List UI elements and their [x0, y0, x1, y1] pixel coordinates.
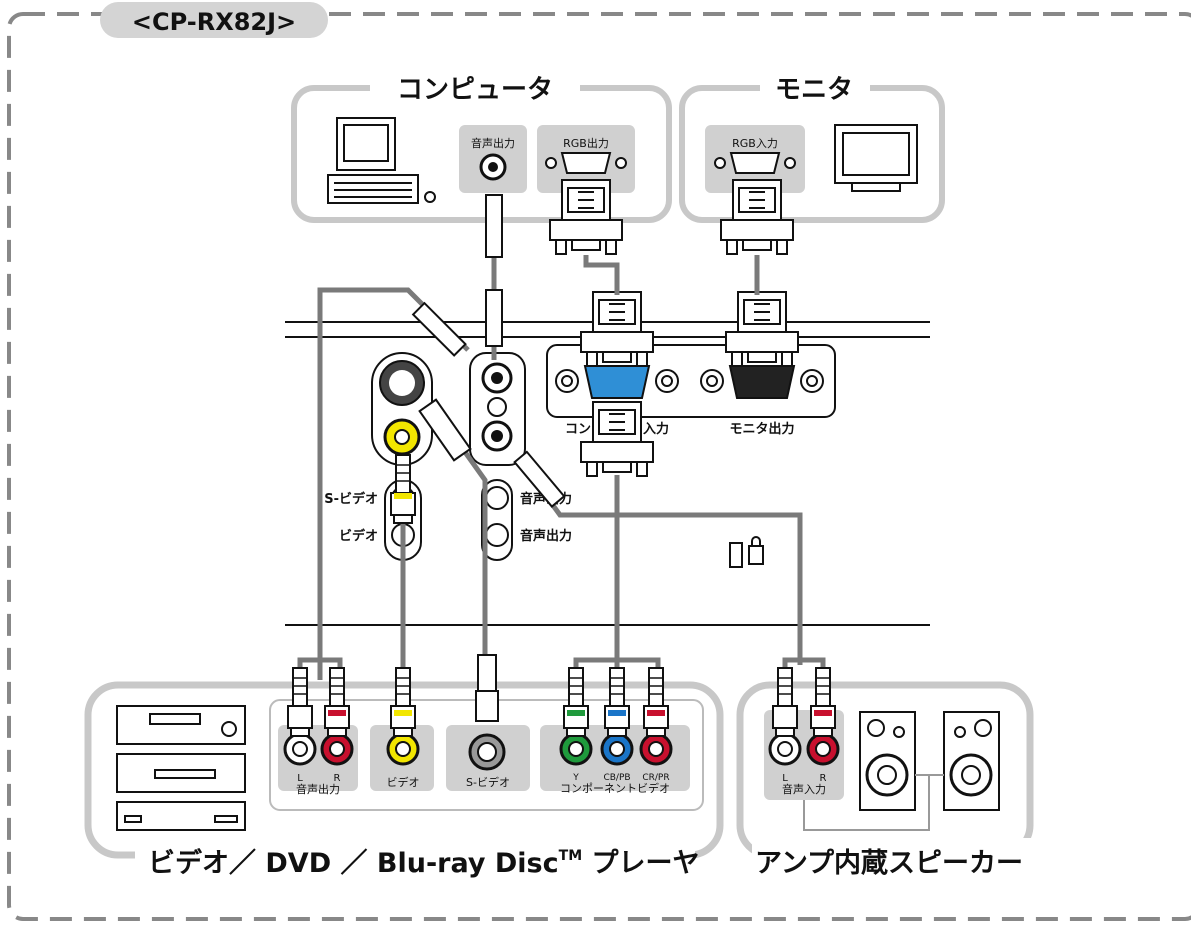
- speaker-title: アンプ内蔵スピーカー: [755, 848, 1023, 879]
- speaker-jack-l: [768, 732, 802, 766]
- player-jack-l: [283, 732, 317, 766]
- monitor-title: モニタ: [775, 75, 853, 105]
- projector-video-label: ビデオ: [339, 528, 378, 544]
- plug-player-cr: [643, 667, 669, 737]
- speaker-jack-r: [806, 732, 840, 766]
- plug-speaker-r: [810, 667, 836, 737]
- computer-icon: [327, 117, 436, 204]
- player-svideo-label: S-ビデオ: [466, 775, 510, 789]
- model-label: <CP-RX82J>: [132, 8, 296, 36]
- computer-title: コンピュータ: [397, 75, 553, 105]
- speaker-r-label: R: [820, 773, 827, 784]
- outer-dashed-frame: [7, 12, 1191, 921]
- player-cr-label: CR/PR: [642, 773, 669, 783]
- plug-player-r: [324, 667, 350, 737]
- plug-player-video: [390, 667, 416, 737]
- plug-speaker-l: [772, 667, 798, 737]
- computer-audio-out-label: 音声出力: [471, 136, 515, 150]
- player-r-label: R: [334, 773, 341, 784]
- monitor-rgb-port: [714, 152, 796, 174]
- svideo-plug-diagonal: [418, 398, 472, 462]
- bluray-player-icon: [116, 801, 246, 831]
- projector-vga-plug-top-right: [725, 291, 799, 367]
- player-title-tm: TM: [559, 848, 582, 864]
- player-component-label: コンポーネントビデオ: [560, 781, 670, 795]
- audio-plug-diagonal-top: [411, 301, 467, 357]
- player-y-label: Y: [572, 773, 579, 783]
- projector-svideo-label: S-ビデオ: [324, 491, 378, 507]
- plug-player-y: [563, 667, 589, 737]
- player-l-label: L: [297, 773, 303, 784]
- player-title: ビデオ／ DVD ／ Blu-ray Disc: [148, 847, 559, 879]
- speaker-left-icon: [859, 711, 916, 811]
- projector-computer-in-port: [555, 365, 679, 399]
- plug-player-l: [287, 667, 313, 737]
- monitor-rgb-in-label: RGB入力: [732, 137, 778, 150]
- player-jack-svideo: [468, 733, 506, 771]
- player-video-label: ビデオ: [387, 775, 420, 789]
- player-jack-video: [386, 732, 420, 766]
- svg-text:ビデオ／ DVD ／ Blu-ray DiscTM プレーヤ: ビデオ／ DVD ／ Blu-ray DiscTM プレーヤ: [148, 847, 700, 879]
- projector-vga-plug-top-left: [580, 291, 654, 367]
- player-jack-cb: [600, 732, 634, 766]
- player-jack-r: [320, 732, 354, 766]
- player-title-tail: プレーヤ: [582, 848, 699, 879]
- plug-player-cb: [604, 667, 630, 737]
- model-label-pill: [100, 2, 328, 38]
- computer-rgb-out-label: RGB出力: [563, 136, 609, 150]
- audio-plug-computer: [485, 194, 503, 347]
- monitor-icon: [834, 124, 918, 192]
- computer-rgb-port: [545, 152, 627, 174]
- player-jack-y: [559, 732, 593, 766]
- projector-monitor-out-label: モニタ出力: [729, 421, 794, 437]
- projector-audio-out-label-2: 音声出力: [520, 528, 572, 544]
- kensington-lock-icon: [748, 536, 764, 565]
- plug-player-svideo: [475, 654, 499, 722]
- vcr-icon: [116, 705, 246, 745]
- security-slot-icon: [729, 542, 743, 568]
- speaker-right-icon: [943, 711, 1000, 811]
- audio-plug-diagonal-bottom: [513, 450, 566, 509]
- projector-monitor-out-port: [700, 365, 824, 399]
- player-cb-label: CB/PB: [603, 773, 630, 783]
- player-audio-out-label: 音声出力: [296, 782, 340, 796]
- speaker-l-label: L: [782, 773, 788, 784]
- dvd-player-icon: [116, 753, 246, 793]
- player-jack-cr: [639, 732, 673, 766]
- speaker-audio-in-label: 音声入力: [782, 782, 826, 796]
